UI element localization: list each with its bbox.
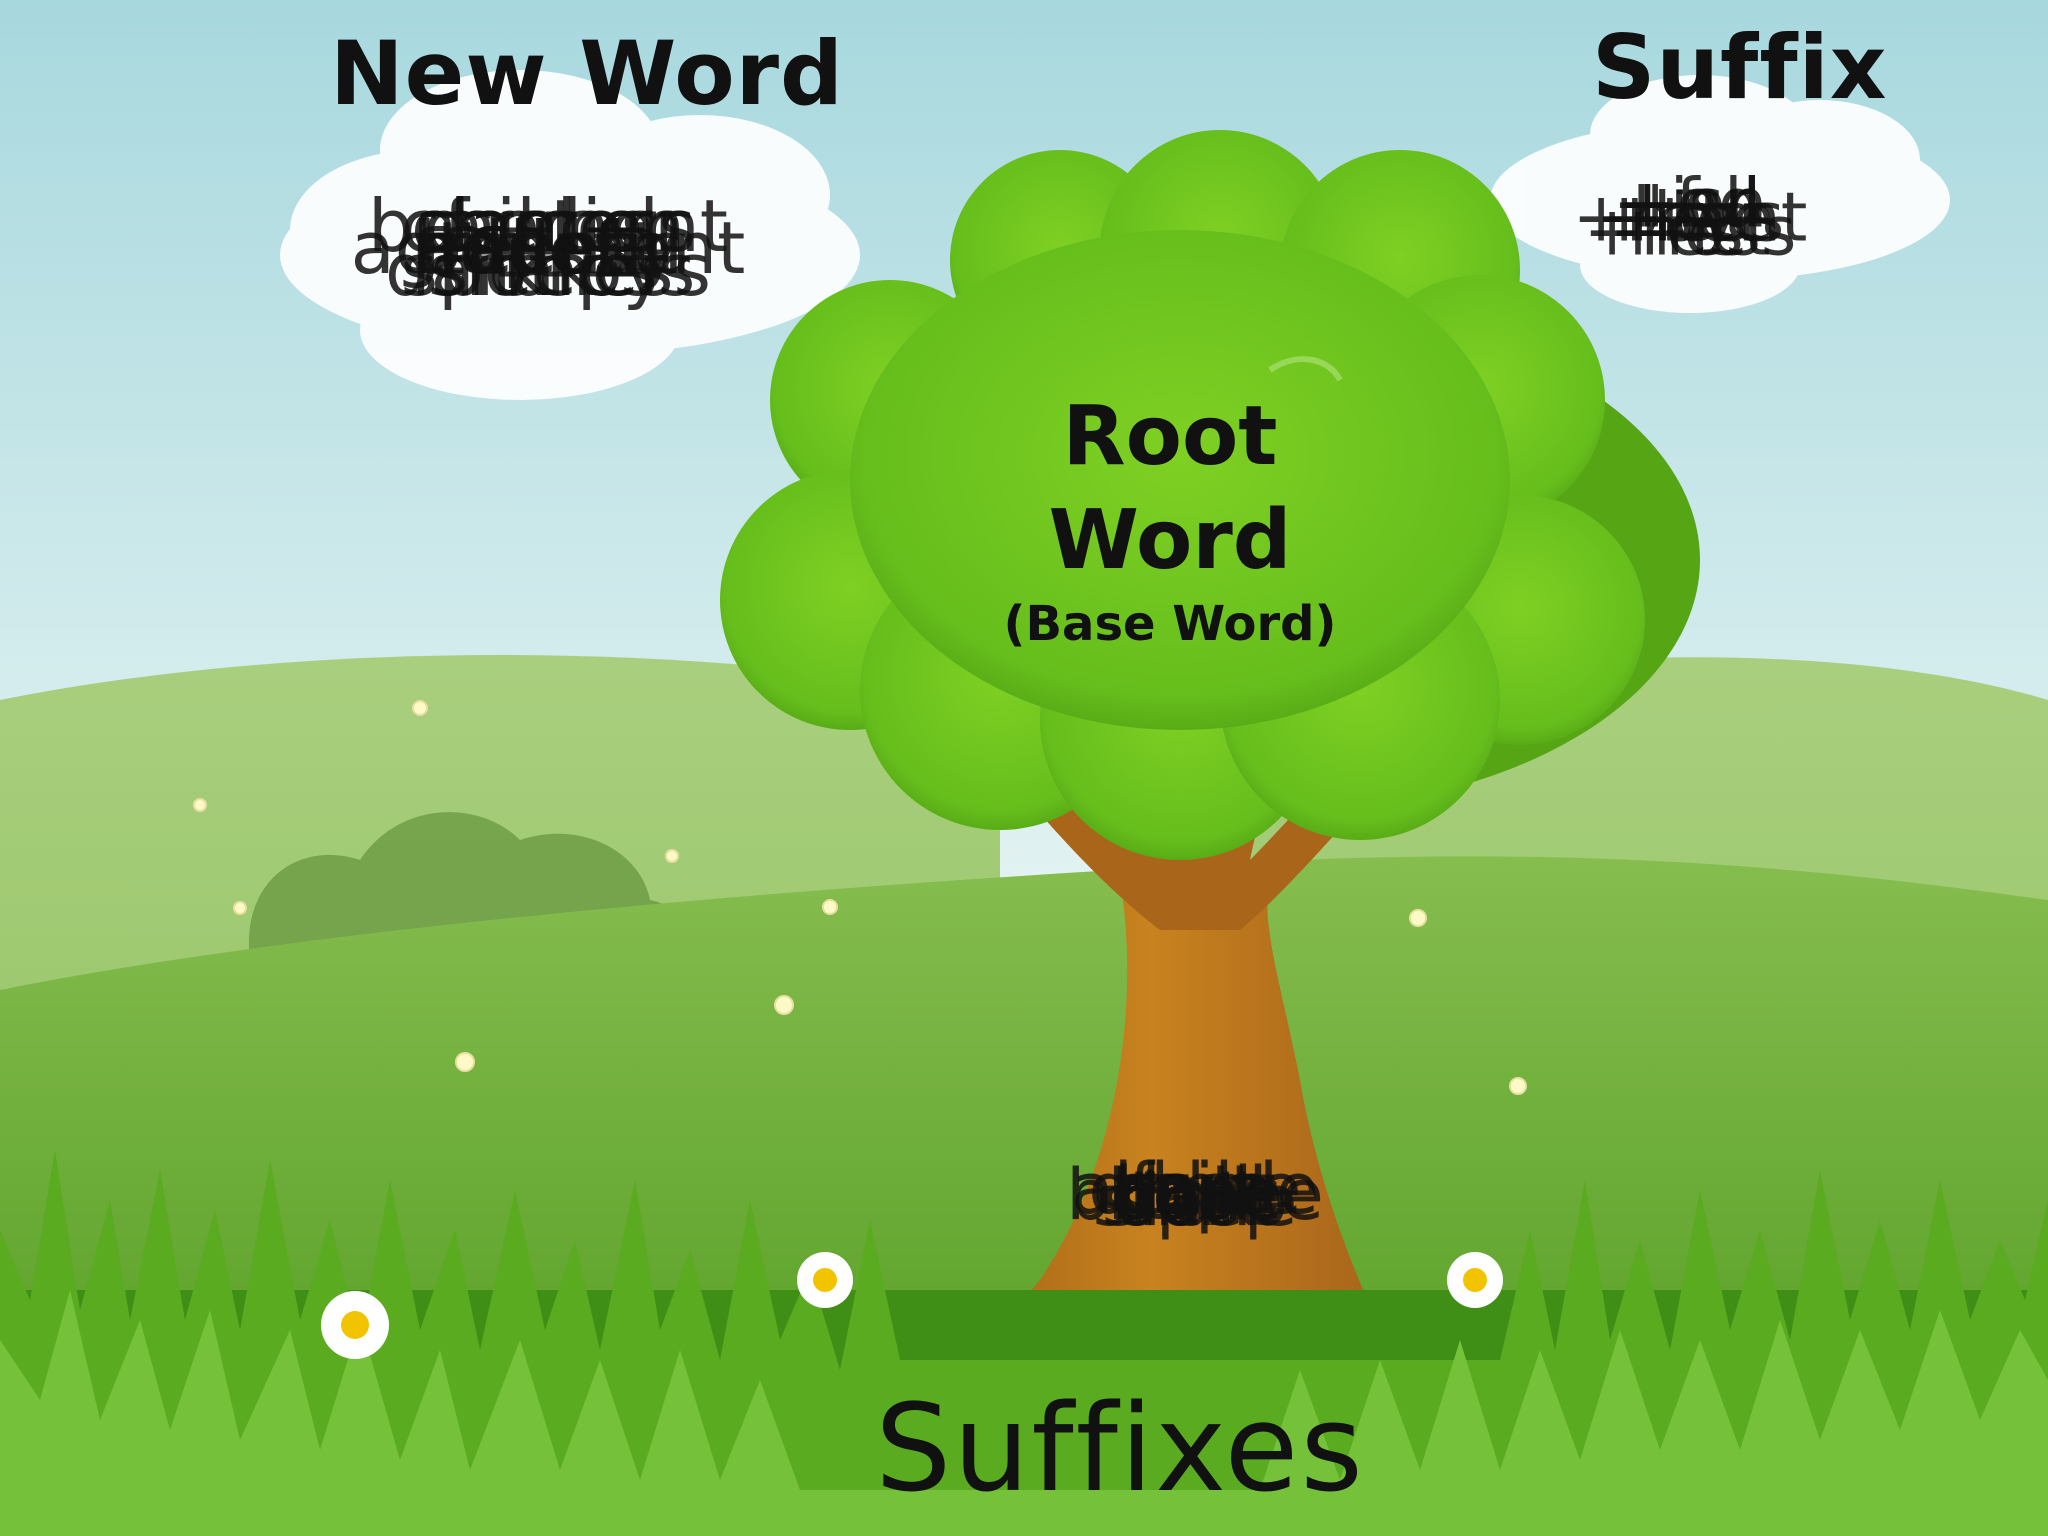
tree-foliage	[720, 130, 1700, 860]
suffix-word: +y	[1641, 178, 1739, 258]
root-word: base	[1111, 1154, 1279, 1236]
foreground-grass	[0, 1150, 2048, 1536]
root-word: tall	[1140, 1154, 1250, 1236]
new-word: agreement	[350, 206, 746, 290]
daisy-flowers	[321, 1252, 1503, 1359]
new-word: darkness	[384, 228, 712, 312]
small-flowers	[193, 700, 1527, 1095]
suffix-word: +ate	[1606, 178, 1774, 258]
root-word-heading: Root Word	[1048, 389, 1292, 588]
suffix-word: +ness	[1583, 192, 1797, 272]
new-word: spotless	[400, 228, 696, 312]
root-word: shake	[1092, 1160, 1298, 1242]
root-word: sleep	[1101, 1160, 1289, 1242]
cloud-right	[1490, 75, 1950, 313]
suffix-word: +ful	[1618, 164, 1762, 244]
page-title: Suffixes	[875, 1380, 1365, 1519]
root-word: fast	[1129, 1148, 1261, 1230]
new-word: athletic	[412, 206, 684, 290]
new-word: hopeful	[412, 206, 684, 290]
new-word: childish	[410, 184, 686, 268]
suffix-word: +ment	[1572, 178, 1808, 258]
cloud-left	[280, 70, 860, 400]
suffix-heading: Suffix	[1592, 16, 1888, 119]
root-word: athlete	[1071, 1148, 1319, 1230]
root-word: dance	[1088, 1148, 1302, 1230]
new-word: sleepy	[430, 228, 666, 312]
suffix-word: +ed	[1619, 164, 1761, 244]
new-word: bouncy	[416, 206, 680, 290]
root-word: bounce	[1066, 1154, 1324, 1236]
suffix-word: +less	[1595, 178, 1785, 258]
new-word: shaker	[427, 228, 669, 312]
root-word: child	[1111, 1148, 1279, 1230]
suffix-word: +ic	[1633, 192, 1747, 272]
new-word: faster	[443, 184, 653, 268]
tree-trunk	[900, 880, 1400, 1370]
new-word: careless	[400, 184, 696, 268]
new-word: basement	[368, 184, 728, 268]
root-word: spot	[1119, 1160, 1271, 1242]
new-word-heading: New Word	[330, 22, 845, 125]
suffix-word: +ish	[1612, 164, 1768, 244]
suffix-word: +er	[1626, 164, 1754, 244]
suffix-word: +est	[1609, 192, 1771, 272]
new-word: tallest	[436, 206, 660, 290]
root-word: dark	[1116, 1160, 1274, 1242]
root-word: hope	[1107, 1154, 1283, 1236]
root-word: care	[1119, 1148, 1271, 1230]
base-word-subheading: (Base Word)	[1003, 596, 1337, 652]
new-word: dancer	[423, 184, 673, 268]
